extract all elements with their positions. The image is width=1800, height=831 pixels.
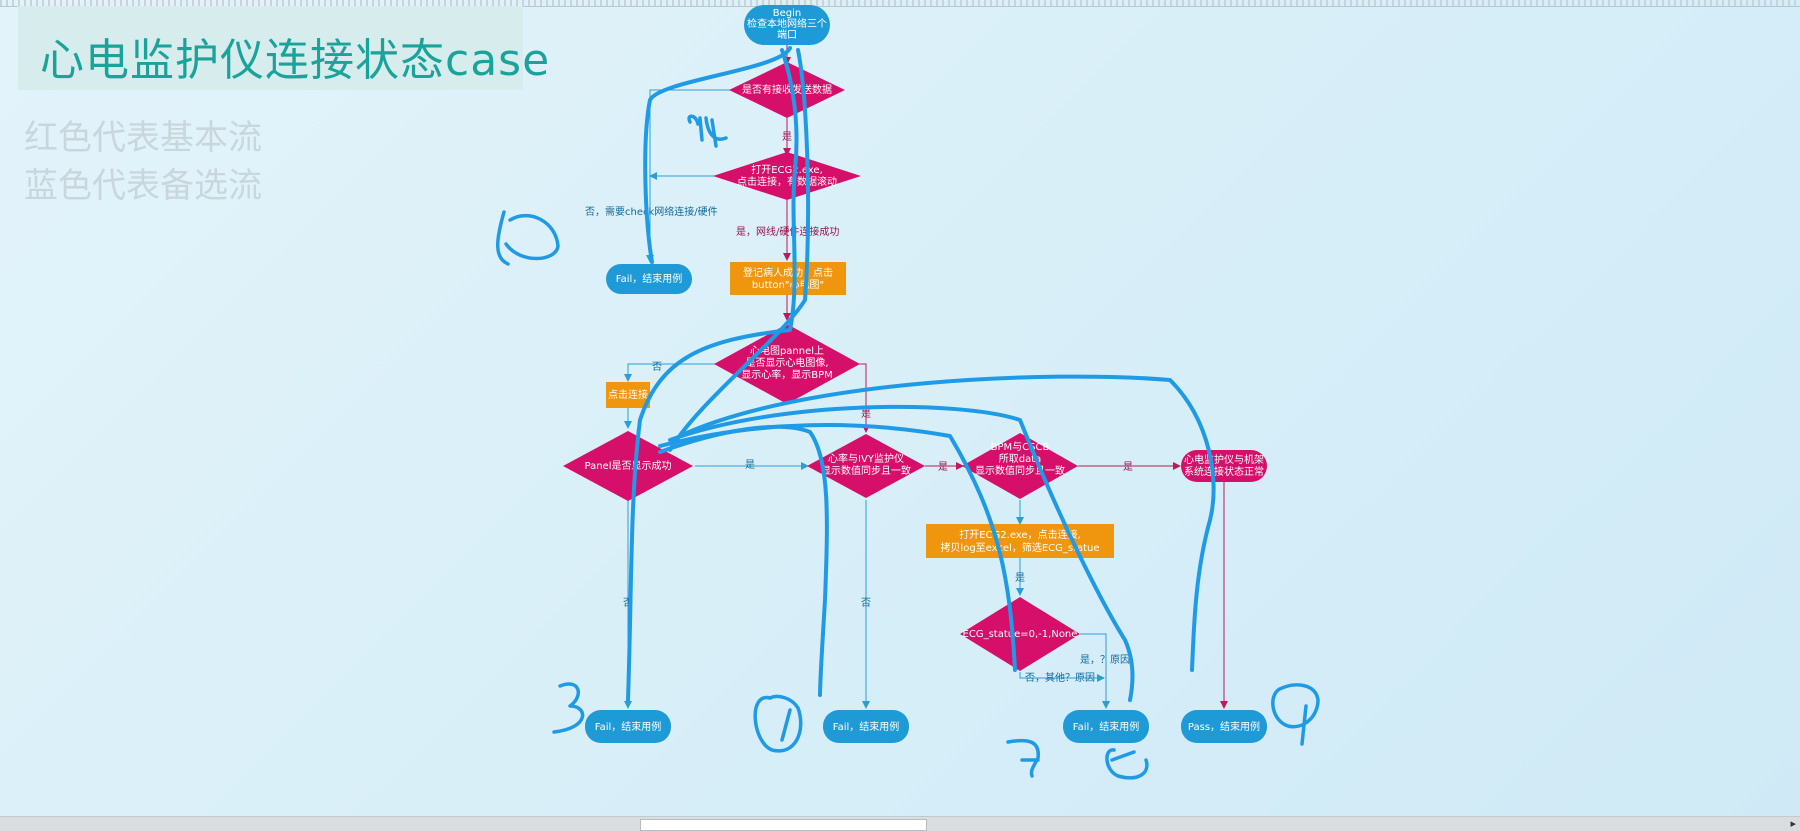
- edge-d1-no-fail: [646, 89, 733, 263]
- terminal-fail-a: Fail，结束用例: [606, 264, 692, 294]
- d7-label: ECG_statue=0,-1,None: [963, 629, 1078, 640]
- label-no-d7: 否，其他？原因: [1025, 671, 1095, 684]
- terminal-connection-normal: 心电监护仪与机架系统连接状态正常: [1181, 450, 1267, 482]
- d3-line-1: 心电图pannel上: [750, 344, 824, 357]
- path-9: [678, 374, 1216, 672]
- decision-panel-display: Panel是否显示成功: [563, 431, 693, 501]
- decision-ecg-statue: ECG_statue=0,-1,None: [960, 597, 1080, 671]
- decision-heart-rate-sync: 心率与IVY监护仪显示数值同步且一致: [807, 434, 925, 498]
- register-line-2: button"心电图": [752, 278, 824, 291]
- title-box: 心电监护仪连接状态case: [18, 6, 549, 90]
- begin-line-1: Begin: [773, 8, 801, 19]
- decision-receive-data-label: 是否有接收发送数据: [742, 83, 832, 96]
- d3-line-2: 是否显示心电图像,: [745, 356, 828, 369]
- terminal-fail-c: Fail，结束用例: [823, 710, 909, 743]
- process-log-line-1: 打开ECG2.exe，点击连接,: [959, 528, 1081, 541]
- label-yes-d1: 是: [782, 131, 792, 143]
- svg-text:心电监护仪与机架系统连接状态正常: 心电监护仪与机架系统连接状态正常: [1184, 453, 1264, 478]
- label-yes-d7: 是，？原因: [1080, 654, 1130, 666]
- path-3: [668, 48, 811, 452]
- path-11: [643, 46, 792, 264]
- normal-line-1: 心电监护仪与机架: [1184, 453, 1264, 466]
- label-yes-d4: 是: [745, 459, 755, 471]
- d6-line-1: BPM与CSCB: [991, 441, 1050, 453]
- label-no-d2: 否，需要check网络连接/硬件: [585, 205, 718, 218]
- fail-d-label: Fail，结束用例: [1073, 720, 1140, 733]
- d4-label: Panel是否显示成功: [585, 460, 672, 472]
- d2-line-2: 点击连接，有数据滚动: [737, 175, 837, 188]
- handdrawn-paths: [626, 46, 1216, 702]
- svg-text:心率与IVY监护仪显示数值同步且一致: 心率与IVY监护仪显示数值同步且一致: [821, 452, 911, 477]
- edge-labels: 是 否，需要check网络连接/硬件 是，网线/硬件连接成功 否 是 是 否 是…: [585, 131, 1133, 684]
- terminal-fail-d: Fail，结束用例: [1063, 710, 1149, 743]
- decision-ecg-panel: 心电图pannel上是否显示心电图像,显示心率，显示BPM: [714, 324, 860, 404]
- svg-text:打开ECG2.exe，点击连接,拷贝log至excel，筛选: 打开ECG2.exe，点击连接,拷贝log至excel，筛选ECG_statue: [940, 528, 1099, 554]
- d3-line-3: 显示心率，显示BPM: [741, 368, 833, 381]
- normal-line-2: 系统连接状态正常: [1184, 465, 1264, 478]
- edge-d7-yes: [1080, 633, 1110, 709]
- number-3-glyph: [552, 682, 585, 734]
- label-no-d3: 否: [652, 361, 662, 373]
- begin-line-2: 检查本地网络三个: [747, 17, 827, 30]
- process-copy-log: 打开ECG2.exe，点击连接,拷贝log至excel，筛选ECG_statue: [926, 524, 1114, 558]
- decision-open-ecg2: 打开ECG2.exe,点击连接，有数据滚动: [713, 152, 861, 200]
- fail-b-label: Fail，结束用例: [595, 720, 662, 733]
- path-7: [658, 423, 1017, 672]
- edges: [624, 45, 1228, 709]
- decision-receive-data: 是否有接收发送数据: [729, 62, 845, 118]
- number-5-glyph: [1105, 748, 1149, 780]
- fail-c-label: Fail，结束用例: [833, 720, 900, 733]
- fail-a-label: Fail，结束用例: [616, 272, 683, 285]
- number-7-glyph: [1006, 738, 1040, 778]
- process-log-line-2: 拷贝log至excel，筛选ECG_statue: [940, 541, 1099, 554]
- d5-line-2: 显示数值同步且一致: [821, 464, 911, 477]
- label-no-d5: 否: [861, 597, 871, 609]
- d6-line-3: 显示数值同步且一致: [975, 464, 1065, 477]
- label-no-d4: 否: [623, 597, 633, 609]
- begin-line-3: 端口: [777, 28, 797, 41]
- edge-d3-yes: [858, 363, 870, 433]
- top-ruler: [0, 0, 1800, 7]
- svg-text:打开ECG2.exe,点击连接，有数据滚动: 打开ECG2.exe,点击连接，有数据滚动: [737, 163, 837, 188]
- label-yes-d6: 是: [1123, 461, 1133, 473]
- label-yes-d3: 是: [861, 408, 871, 420]
- click-connect-label: 点击连接: [608, 388, 648, 401]
- legend-alternate-flow: 蓝色代表备选流: [24, 166, 262, 206]
- number-4-glyph: [753, 694, 803, 753]
- label-yes-d5: 是: [938, 461, 948, 473]
- edge-d7-no: [1019, 672, 1105, 682]
- legend-basic-flow: 红色代表基本流: [24, 118, 262, 158]
- scroll-right-arrow-icon[interactable]: ▸: [1790, 817, 1796, 830]
- d5-line-1: 心率与IVY监护仪: [828, 452, 904, 465]
- page-title: 心电监护仪连接状态case: [40, 35, 551, 86]
- number-10-glyph: [496, 210, 560, 266]
- register-line-1: 登记病人成功，点击: [743, 266, 833, 279]
- handwritten-numbers: [496, 114, 1320, 780]
- horizontal-scrollbar[interactable]: ▸: [0, 816, 1800, 831]
- d6-line-2: 所取data: [999, 453, 1042, 465]
- pass-label: Pass，结束用例: [1188, 720, 1260, 733]
- label-yes-d2: 是，网线/硬件连接成功: [736, 225, 839, 238]
- number-9-glyph: [1271, 683, 1320, 746]
- label-yes-process: 是: [1015, 572, 1025, 584]
- scrollbar-thumb[interactable]: [640, 819, 927, 831]
- number-11-glyph: [687, 114, 728, 148]
- path-5: [668, 404, 1135, 702]
- terminal-pass: Pass，结束用例: [1181, 710, 1267, 743]
- path-10: [626, 48, 799, 702]
- terminal-fail-b: Fail，结束用例: [585, 710, 671, 743]
- edge-d3-no: [624, 363, 716, 382]
- process-click-connect: 点击连接: [606, 382, 650, 408]
- svg-text:心电图pannel上是否显示心电图像,显示心率，显示BPM: 心电图pannel上是否显示心电图像,显示心率，显示BPM: [741, 344, 833, 381]
- d2-line-1: 打开ECG2.exe,: [751, 163, 823, 176]
